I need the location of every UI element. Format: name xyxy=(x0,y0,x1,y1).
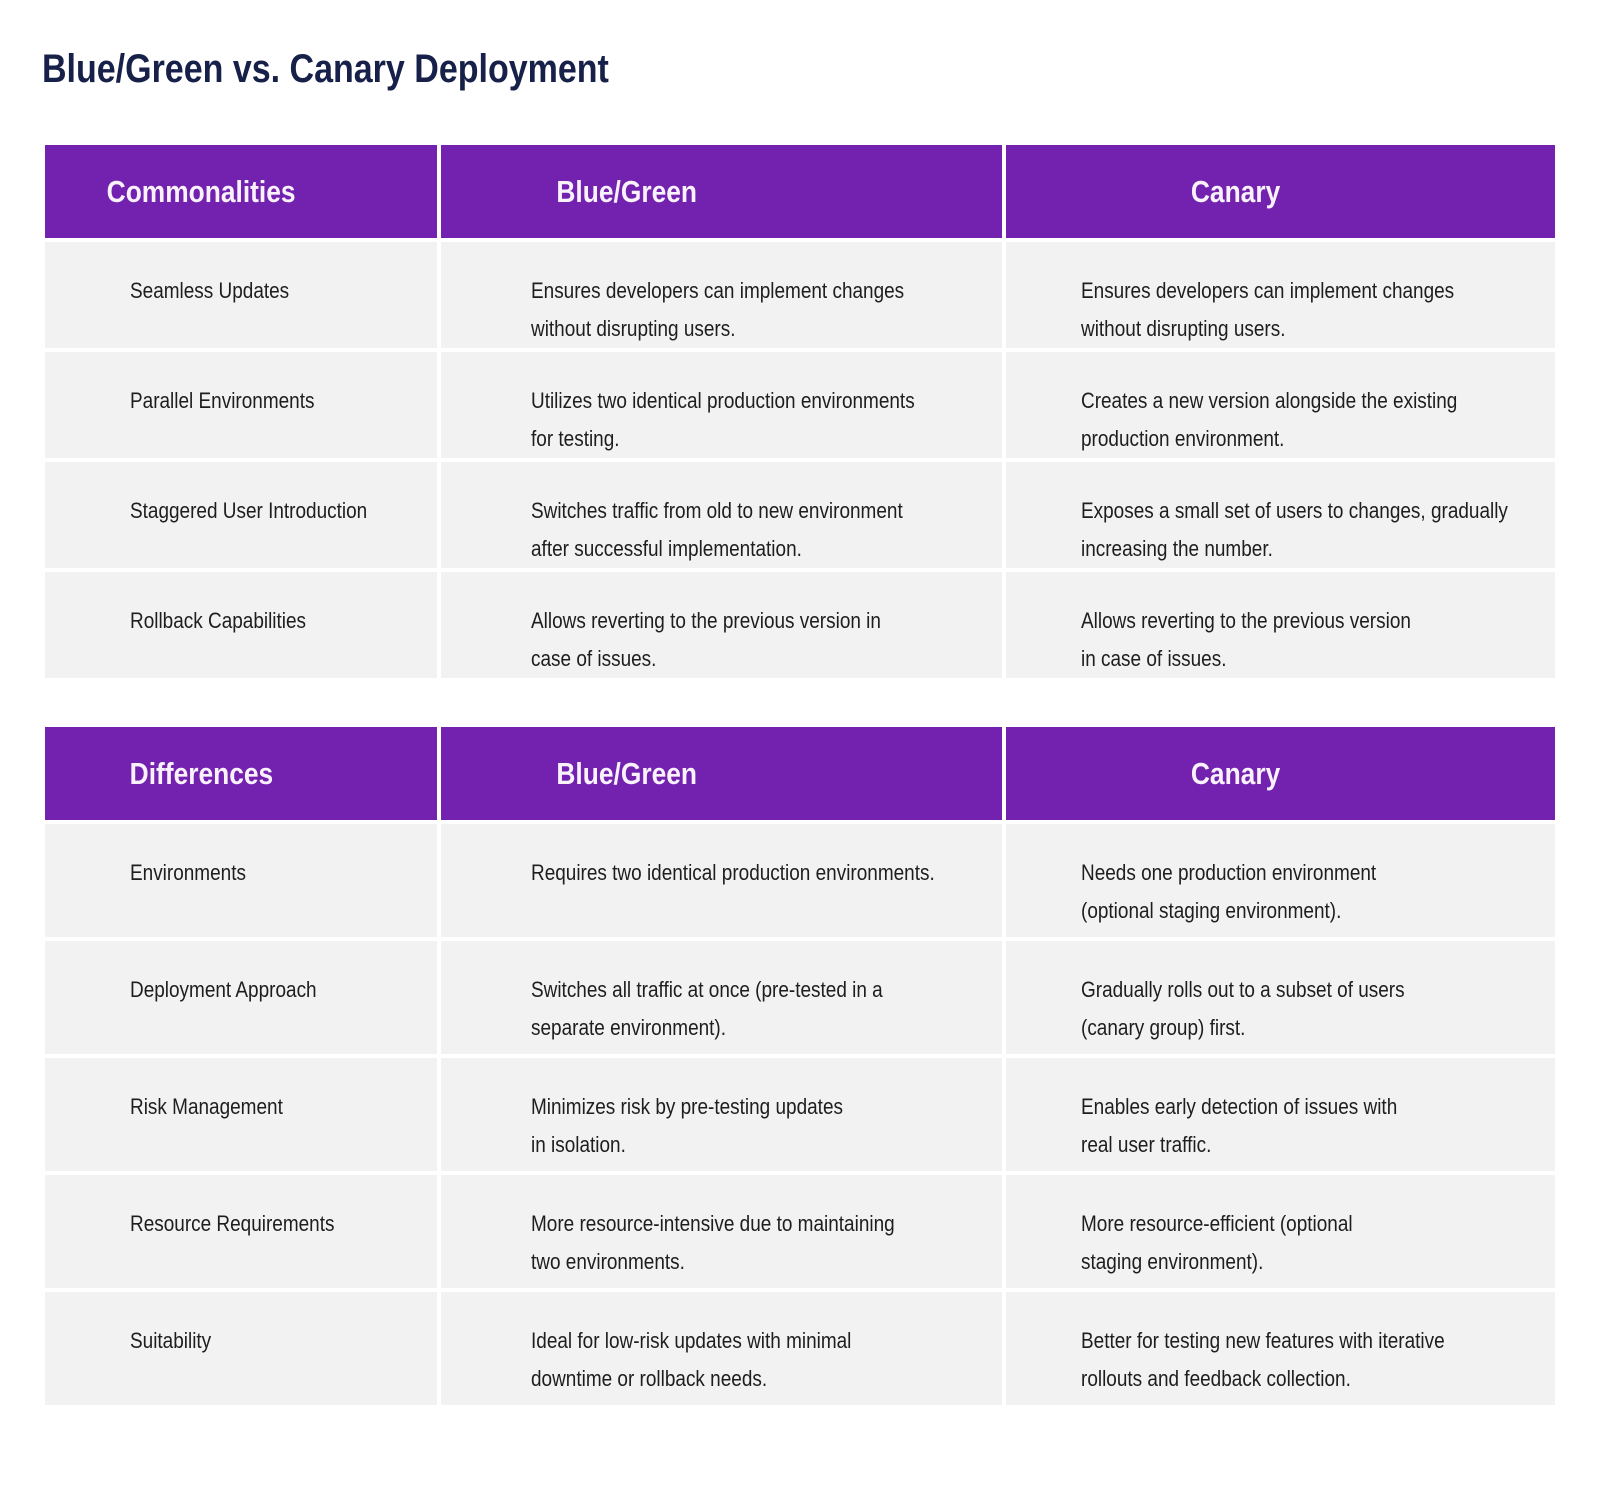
row-label: Risk Management xyxy=(45,1058,437,1171)
row-label: Staggered User Introduction xyxy=(45,462,437,568)
canary-cell: Allows reverting to the previous version… xyxy=(1006,572,1555,678)
canary-cell: Creates a new version alongside the exis… xyxy=(1006,352,1555,458)
bluegreen-cell: Switches traffic from old to new environ… xyxy=(441,462,1002,568)
bluegreen-column-header: Blue/Green xyxy=(441,145,1002,238)
canary-cell: More resource-efficient (optional stagin… xyxy=(1006,1175,1555,1288)
differences-column-header: Differences xyxy=(45,727,437,820)
canary-column-header: Canary xyxy=(1006,727,1555,820)
bluegreen-cell: Utilizes two identical production enviro… xyxy=(441,352,1002,458)
row-label: Environments xyxy=(45,824,437,937)
bluegreen-column-header: Blue/Green xyxy=(441,727,1002,820)
canary-column-header-label: Canary xyxy=(1190,173,1281,209)
row-label: Deployment Approach xyxy=(45,941,437,1054)
differences-table: Differences Blue/Green Canary Environmen… xyxy=(45,727,1555,1405)
bluegreen-cell: Allows reverting to the previous version… xyxy=(441,572,1002,678)
bluegreen-cell: Minimizes risk by pre-testing updates in… xyxy=(441,1058,1002,1171)
row-label: Suitability xyxy=(45,1292,437,1405)
bluegreen-cell: More resource-intensive due to maintaini… xyxy=(441,1175,1002,1288)
commonalities-column-header-label: Commonalities xyxy=(106,173,296,209)
row-label: Seamless Updates xyxy=(45,242,437,348)
canary-cell: Better for testing new features with ite… xyxy=(1006,1292,1555,1405)
bluegreen-cell: Ensures developers can implement changes… xyxy=(441,242,1002,348)
bluegreen-column-header-label: Blue/Green xyxy=(556,755,697,791)
page-title: Blue/Green vs. Canary Deployment xyxy=(42,46,1600,92)
canary-cell: Gradually rolls out to a subset of users… xyxy=(1006,941,1555,1054)
row-label: Rollback Capabilities xyxy=(45,572,437,678)
commonalities-table: Commonalities Blue/Green Canary Seamless… xyxy=(45,145,1555,678)
bluegreen-cell: Switches all traffic at once (pre-tested… xyxy=(441,941,1002,1054)
row-label: Resource Requirements xyxy=(45,1175,437,1288)
canary-cell: Enables early detection of issues with r… xyxy=(1006,1058,1555,1171)
canary-cell: Needs one production environment (option… xyxy=(1006,824,1555,937)
canary-cell: Ensures developers can implement changes… xyxy=(1006,242,1555,348)
commonalities-column-header: Commonalities xyxy=(45,145,437,238)
canary-column-header-label: Canary xyxy=(1190,755,1281,791)
row-label: Parallel Environments xyxy=(45,352,437,458)
page-title-text: Blue/Green vs. Canary Deployment xyxy=(42,47,609,91)
canary-column-header: Canary xyxy=(1006,145,1555,238)
bluegreen-cell: Ideal for low-risk updates with minimal … xyxy=(441,1292,1002,1405)
bluegreen-cell: Requires two identical production enviro… xyxy=(441,824,1002,937)
bluegreen-column-header-label: Blue/Green xyxy=(556,173,697,209)
canary-cell: Exposes a small set of users to changes,… xyxy=(1006,462,1555,568)
differences-column-header-label: Differences xyxy=(129,755,273,791)
